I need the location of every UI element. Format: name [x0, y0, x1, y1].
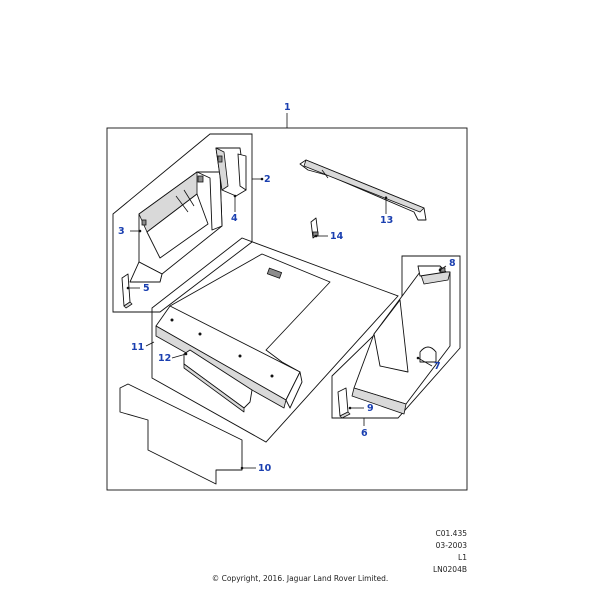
callout-6: 6	[361, 428, 368, 439]
callout-4: 4	[231, 213, 238, 224]
callout-12: 12	[158, 353, 171, 364]
callout-13: 13	[380, 215, 393, 226]
part-fastener-14	[310, 217, 319, 239]
part-channel-11	[155, 305, 303, 409]
part-clip-9	[337, 387, 351, 419]
part-strip-12	[183, 349, 253, 413]
part-carpet-10	[119, 383, 243, 485]
callout-10: 10	[258, 463, 272, 474]
diagram-level: L1	[458, 553, 467, 562]
callout-7: 7	[434, 361, 441, 372]
callout-1: 1	[284, 102, 291, 113]
callout-8: 8	[449, 258, 456, 269]
diagram-date: 03-2003	[435, 541, 467, 550]
callout-5: 5	[143, 283, 150, 294]
callout-9: 9	[367, 403, 374, 414]
part-left-bracket	[215, 147, 247, 197]
part-top-rail	[299, 159, 427, 221]
group-frame-centre	[151, 237, 399, 443]
part-clip-5	[121, 273, 133, 309]
part-right-console	[351, 265, 451, 415]
callout-11: 11	[131, 342, 144, 353]
callout-14: 14	[330, 231, 344, 242]
callout-3: 3	[118, 226, 125, 237]
copyright-notice: © Copyright, 2016. Jaguar Land Rover Lim…	[211, 574, 389, 583]
part-left-console-tray	[129, 171, 223, 283]
leader-lines	[126, 177, 447, 470]
diagram-code: C01.435	[435, 529, 467, 538]
illustration-id: LN0204B	[432, 565, 467, 574]
callout-2: 2	[264, 174, 271, 185]
